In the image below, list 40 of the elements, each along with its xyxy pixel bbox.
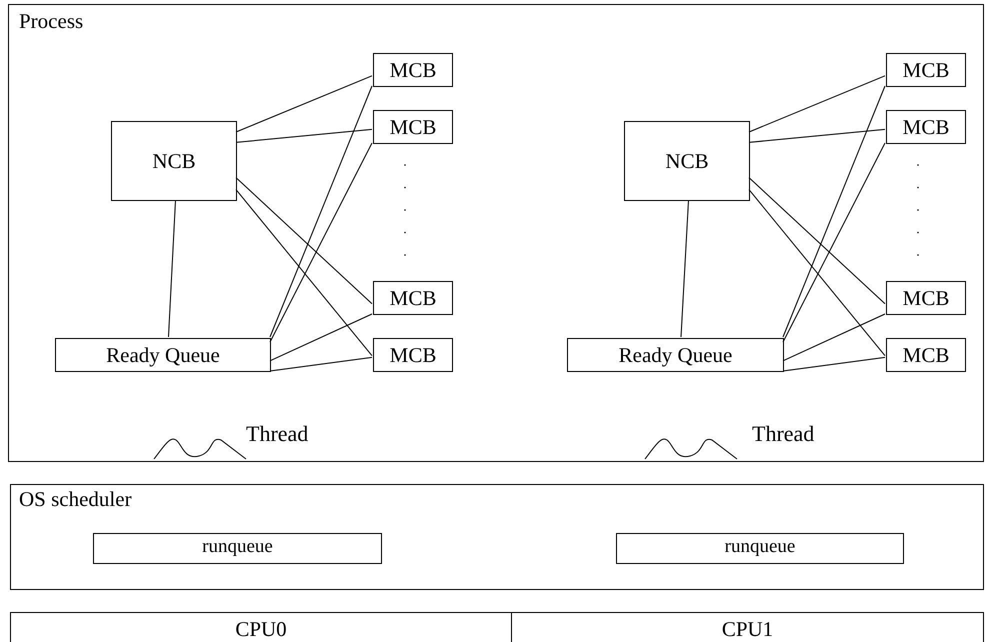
connector-line	[236, 75, 372, 132]
connector-line	[748, 75, 886, 132]
process-box	[8, 4, 984, 462]
connector-line	[270, 356, 372, 372]
block-box: runqueue	[93, 533, 382, 564]
cpu-cell: CPU1	[511, 612, 984, 642]
connector-line	[270, 86, 372, 338]
connector-line	[748, 128, 886, 143]
block-box: MCB	[373, 338, 453, 372]
connector-line	[782, 314, 886, 362]
block-box: MCB	[373, 281, 453, 315]
cpu-cell: CPU0	[10, 612, 512, 642]
connector-line	[782, 142, 886, 343]
connector-line	[680, 200, 690, 338]
thread-label: Thread	[752, 421, 814, 447]
block-box: NCB	[624, 121, 750, 201]
block-box: Ready Queue	[55, 338, 271, 372]
connector-line	[236, 189, 372, 356]
block-box: runqueue	[616, 533, 904, 564]
connector-line	[782, 86, 886, 338]
connector-line	[236, 128, 372, 143]
thread-label: Thread	[246, 421, 308, 447]
section-title: Process	[19, 9, 84, 34]
connector-line	[782, 356, 886, 372]
connector-line	[168, 200, 176, 338]
block-box: MCB	[886, 281, 966, 315]
connector-line	[236, 177, 372, 304]
connector-line	[748, 189, 886, 356]
block-box: MCB	[886, 110, 966, 144]
section-title: OS scheduler	[19, 487, 132, 512]
block-box: NCB	[111, 121, 237, 201]
block-box: MCB	[373, 53, 453, 87]
connector-line	[270, 314, 372, 362]
block-box: MCB	[886, 53, 966, 87]
connector-line	[748, 177, 886, 304]
block-box: MCB	[373, 110, 453, 144]
connector-line	[270, 142, 372, 343]
block-box: MCB	[886, 338, 966, 372]
block-box: Ready Queue	[567, 338, 784, 372]
scheduler-box	[10, 484, 984, 590]
